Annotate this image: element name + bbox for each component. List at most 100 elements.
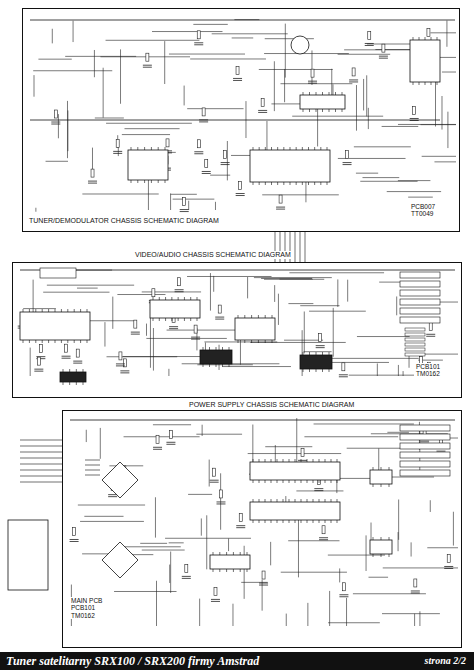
ic-pin xyxy=(178,318,179,321)
resistor-symbol xyxy=(414,579,417,587)
ic-pin xyxy=(61,340,62,343)
capacitor-symbol xyxy=(319,539,328,540)
wire xyxy=(232,604,233,626)
ic-pin xyxy=(253,499,254,502)
ic-symbol xyxy=(210,555,250,569)
wire xyxy=(20,458,62,459)
resistor-symbol xyxy=(116,139,119,147)
wire xyxy=(337,279,338,306)
wire xyxy=(298,519,299,578)
connector-pin xyxy=(400,281,440,287)
ic-pin xyxy=(229,347,230,350)
ic-pin xyxy=(190,297,191,300)
capacitor-symbol xyxy=(182,576,191,577)
wire xyxy=(414,614,415,626)
ic-pin xyxy=(295,459,296,462)
wire xyxy=(403,371,404,376)
capacitor-symbol xyxy=(191,337,200,338)
ic-pin xyxy=(265,315,266,318)
connector-pin xyxy=(405,348,425,351)
capacitor-symbol xyxy=(216,501,225,502)
resistor-symbol xyxy=(429,322,432,330)
capacitor-symbol xyxy=(180,209,189,210)
wire xyxy=(164,41,165,84)
section-heading: TUNER/DEMODULATOR CHASSIS SCHEMATIC DIAG… xyxy=(27,217,221,225)
ic-pin xyxy=(159,297,160,300)
wire xyxy=(354,146,411,147)
wire xyxy=(170,193,171,210)
ic-pin xyxy=(74,340,75,343)
board-code: PCB101 TM0162 xyxy=(414,363,458,378)
resistor-symbol xyxy=(91,169,94,177)
capacitor-symbol xyxy=(88,181,97,182)
ic-pin xyxy=(197,318,198,321)
connector-pin xyxy=(400,317,440,323)
ic-pin xyxy=(203,364,204,367)
wire xyxy=(307,603,308,626)
wire xyxy=(58,114,59,138)
wire xyxy=(201,518,202,535)
wire xyxy=(73,21,74,42)
wire xyxy=(78,505,145,506)
ic-symbol xyxy=(200,350,232,364)
resistor-symbol xyxy=(197,140,200,148)
ic-symbol xyxy=(60,372,86,382)
capacitor-symbol xyxy=(420,441,429,442)
wire xyxy=(156,581,157,626)
wire xyxy=(270,542,271,565)
resistor-symbol xyxy=(352,68,355,76)
wire xyxy=(23,308,56,309)
ic-pin xyxy=(159,318,160,321)
wire xyxy=(240,339,241,365)
ic-pin xyxy=(238,315,239,318)
resistor-symbol xyxy=(346,151,349,159)
ic-pin xyxy=(258,315,259,318)
ic-pin xyxy=(277,480,278,483)
connector-pin xyxy=(400,443,450,449)
ic-symbol xyxy=(410,40,440,82)
ic-pin xyxy=(213,569,214,572)
ic-pin xyxy=(258,340,259,343)
ic-pin xyxy=(322,352,323,355)
capacitor-symbol xyxy=(116,365,125,366)
ic-pin xyxy=(329,92,330,95)
ic-pin xyxy=(165,318,166,321)
wire xyxy=(168,369,169,376)
ic-pin xyxy=(271,480,272,483)
capacitor-symbol xyxy=(70,539,79,540)
ic-pin xyxy=(23,309,24,312)
wire xyxy=(30,20,455,21)
wire xyxy=(434,161,456,162)
resistor-symbol xyxy=(119,352,122,360)
resistor-symbol xyxy=(413,106,416,114)
chassis-panel: POWER SUPPLY CHASSIS SCHEMATIC DIAGRAMMA… xyxy=(62,410,462,648)
ic-pin xyxy=(307,459,308,462)
capacitor-symbol xyxy=(153,447,162,448)
ic-pin xyxy=(226,569,227,572)
ic-pin xyxy=(301,459,302,462)
wire xyxy=(311,50,312,85)
ic-pin xyxy=(83,382,84,385)
capacitor-symbol xyxy=(143,65,152,66)
wire xyxy=(95,117,124,118)
ic-pin xyxy=(373,484,374,487)
ic-pin xyxy=(342,109,343,112)
wire xyxy=(190,58,266,59)
ic-pin xyxy=(55,340,56,343)
wire xyxy=(169,565,170,583)
ic-pin xyxy=(308,182,309,185)
wire xyxy=(304,436,398,437)
wire xyxy=(38,59,71,60)
ic-pin xyxy=(329,369,330,372)
wire xyxy=(220,473,221,529)
ic-pin xyxy=(197,297,198,300)
ic-pin xyxy=(265,182,266,185)
ic-pin xyxy=(419,37,420,40)
capacitor-symbol xyxy=(426,334,435,335)
ic-pin xyxy=(240,569,241,572)
ic-pin xyxy=(171,297,172,300)
ic-pin xyxy=(153,297,154,300)
wire xyxy=(82,193,158,194)
ic-pin xyxy=(259,182,260,185)
wire xyxy=(280,279,313,280)
